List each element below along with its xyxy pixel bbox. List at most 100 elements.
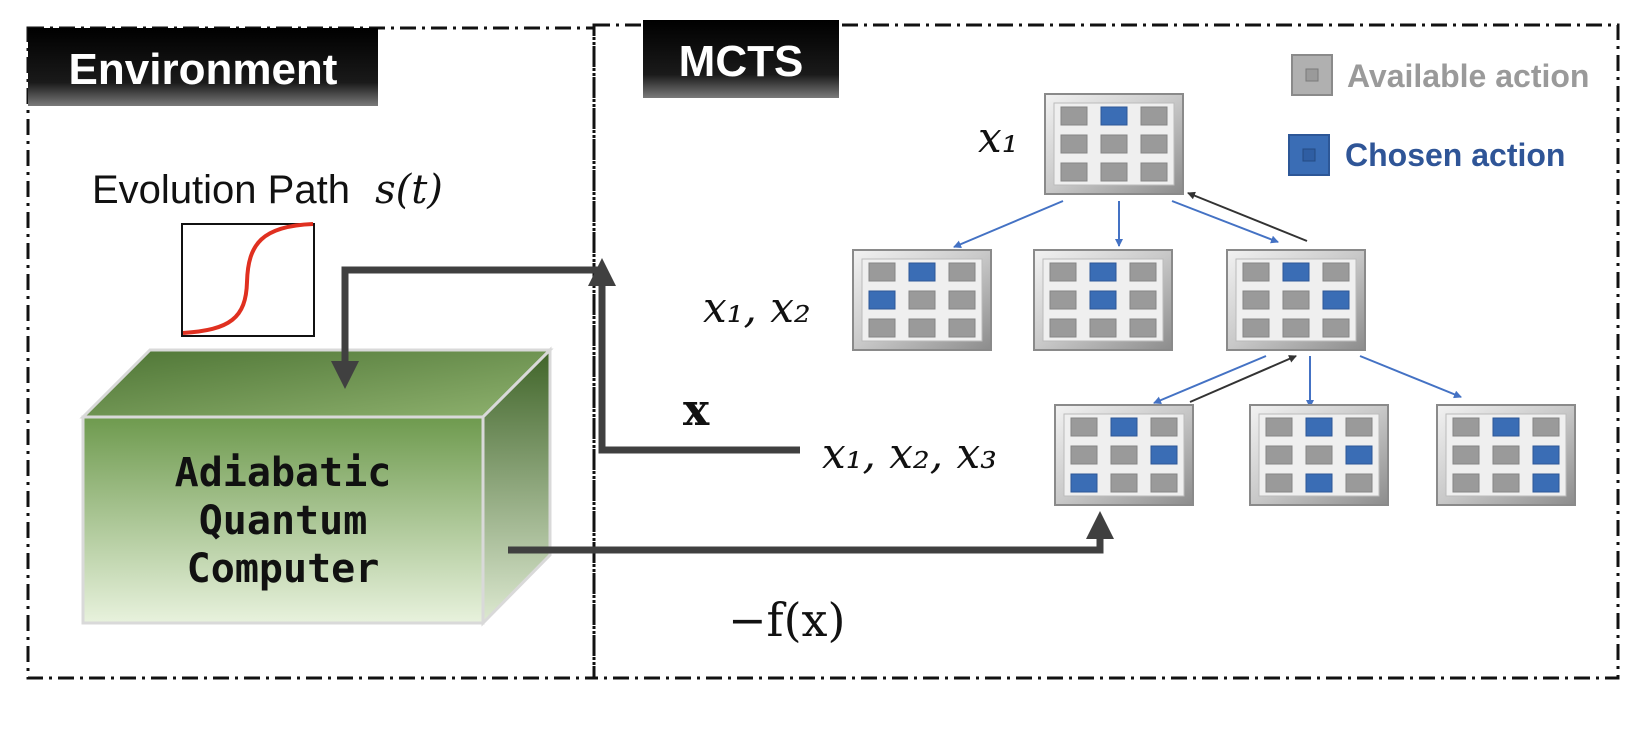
chosen-action-cell — [1532, 473, 1560, 493]
available-action-cell — [1282, 290, 1310, 310]
available-action-cell — [868, 318, 896, 338]
legend-available-label: Available action — [1347, 58, 1589, 94]
available-action-cell — [1060, 106, 1088, 126]
available-action-cell — [1305, 445, 1333, 465]
legend-chosen-label: Chosen action — [1345, 137, 1565, 173]
available-action-cell — [1070, 445, 1098, 465]
available-action-cell — [1100, 162, 1128, 182]
chosen-action-cell — [1322, 290, 1350, 310]
available-action-cell — [1150, 473, 1178, 493]
available-action-cell — [908, 318, 936, 338]
box-line-1: Adiabatic — [175, 450, 392, 496]
tree-node — [852, 249, 992, 351]
available-action-cell — [1452, 473, 1480, 493]
available-action-cell — [908, 290, 936, 310]
available-action-cell — [1150, 417, 1178, 437]
available-action-cell — [1060, 162, 1088, 182]
available-action-cell — [1242, 318, 1270, 338]
available-action-cell — [1492, 473, 1520, 493]
available-action-cell — [1049, 318, 1077, 338]
available-action-cell — [1110, 445, 1138, 465]
chosen-action-cell — [1100, 106, 1128, 126]
available-action-cell — [1242, 262, 1270, 282]
chosen-action-cell — [1070, 473, 1098, 493]
available-action-cell — [1322, 262, 1350, 282]
tree-node — [1033, 249, 1173, 351]
available-action-cell — [1345, 473, 1373, 493]
available-action-cell — [1345, 417, 1373, 437]
tree-node — [1436, 404, 1576, 506]
tree-edge — [1171, 200, 1279, 244]
backprop-edge — [1187, 191, 1308, 242]
tree-node — [1044, 93, 1184, 195]
available-action-cell — [1265, 473, 1293, 493]
chosen-action-cell — [1532, 445, 1560, 465]
tree-edge — [1153, 355, 1267, 404]
box-line-2: Quantum — [199, 498, 368, 544]
tree-node — [1249, 404, 1389, 506]
available-action-cell — [1140, 106, 1168, 126]
available-action-cell — [1452, 445, 1480, 465]
chosen-action-cell — [908, 262, 936, 282]
chosen-action-cell — [1305, 417, 1333, 437]
available-action-cell — [1140, 134, 1168, 154]
available-action-cell — [948, 318, 976, 338]
evolution-path-plot — [181, 222, 315, 337]
environment-title: Environment — [69, 45, 338, 94]
label-level-2: x₁, x₂ — [703, 283, 811, 332]
label-reward: −f(x) — [728, 593, 845, 647]
box-line-3: Computer — [187, 546, 380, 592]
mcts-panel — [592, 23, 1620, 680]
available-action-cell — [1129, 262, 1157, 282]
tree-edge — [1359, 355, 1462, 399]
available-action-cell — [1282, 318, 1310, 338]
available-action-cell — [1049, 290, 1077, 310]
backprop-edge — [1189, 355, 1297, 403]
chosen-action-cell — [1345, 445, 1373, 465]
mcts-title-badge: MCTS — [643, 20, 839, 98]
available-action-cell — [1089, 318, 1117, 338]
mcts-title: MCTS — [679, 37, 804, 86]
available-action-cell — [1110, 473, 1138, 493]
available-action-cell — [1049, 262, 1077, 282]
available-action-cell — [1532, 417, 1560, 437]
mcts-tree — [852, 93, 1576, 506]
available-action-cell — [1100, 134, 1128, 154]
available-action-cell — [1265, 445, 1293, 465]
legend: Available action Chosen action — [1288, 54, 1589, 176]
available-action-cell — [1140, 162, 1168, 182]
chosen-action-cell — [1110, 417, 1138, 437]
evolution-curve — [182, 222, 314, 335]
available-action-cell — [948, 290, 976, 310]
available-action-cell — [1322, 318, 1350, 338]
legend-chosen-swatch — [1288, 134, 1330, 176]
label-level-3: x₁, x₂, x₃ — [822, 429, 997, 478]
available-action-cell — [1265, 417, 1293, 437]
chosen-action-cell — [1305, 473, 1333, 493]
chosen-action-cell — [868, 290, 896, 310]
available-action-cell — [1129, 318, 1157, 338]
environment-title-badge: Environment — [28, 28, 378, 106]
tree-node — [1054, 404, 1194, 506]
available-action-cell — [1492, 445, 1520, 465]
available-action-cell — [1242, 290, 1270, 310]
tree-node — [1226, 249, 1366, 351]
available-action-cell — [868, 262, 896, 282]
chosen-action-cell — [1089, 262, 1117, 282]
chosen-action-cell — [1150, 445, 1178, 465]
available-action-cell — [1070, 417, 1098, 437]
available-action-cell — [1129, 290, 1157, 310]
chosen-action-cell — [1282, 262, 1310, 282]
chosen-action-cell — [1089, 290, 1117, 310]
chosen-action-cell — [1492, 417, 1520, 437]
label-x-vector: x — [683, 385, 710, 436]
legend-available-swatch — [1291, 54, 1333, 96]
label-level-1: x₁ — [978, 113, 1019, 162]
available-action-cell — [1060, 134, 1088, 154]
quantum-computer-box: Adiabatic Quantum Computer — [79, 346, 554, 627]
available-action-cell — [1452, 417, 1480, 437]
evolution-path-label: Evolution Path s(t) — [92, 167, 443, 213]
reward-arrow-to-tree — [508, 511, 1114, 554]
tree-edge — [953, 200, 1064, 248]
